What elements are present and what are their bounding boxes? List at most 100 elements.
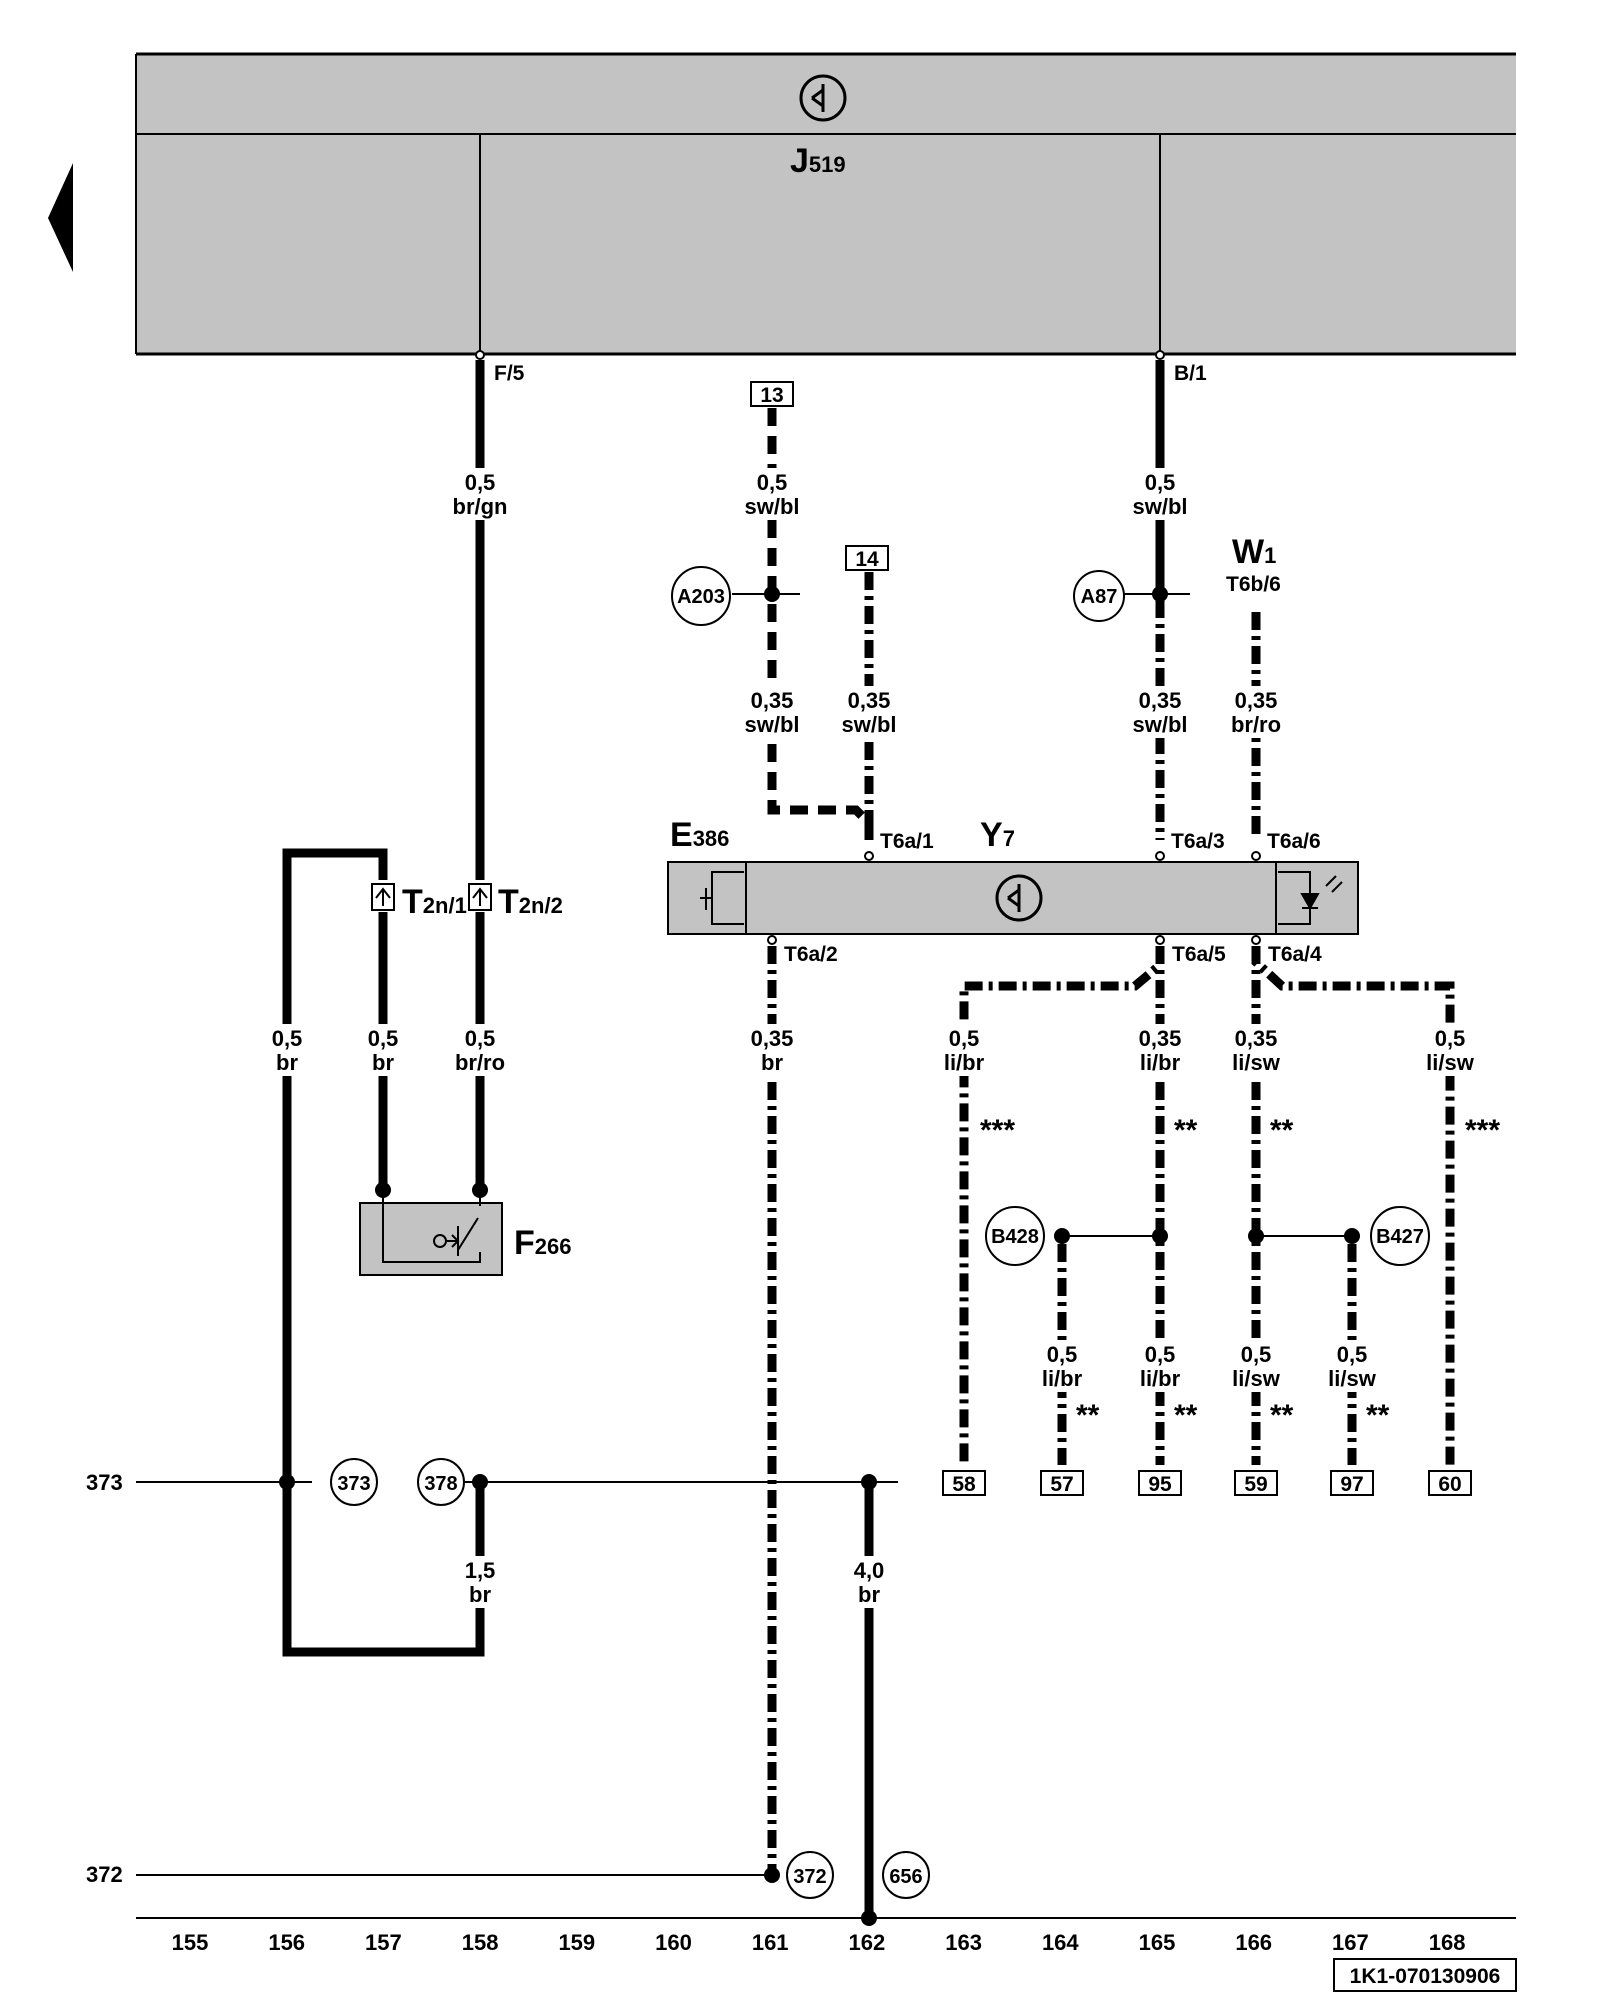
wire-label: 4,0 br <box>833 1556 905 1608</box>
wire-label: 0,5 br/gn <box>440 468 520 520</box>
pin-dot <box>1155 935 1165 945</box>
pin-t6a1-label: T6a/1 <box>880 830 934 853</box>
ground-372-label: 372 <box>86 1862 123 1887</box>
svg-text:li/sw: li/sw <box>1232 1366 1281 1391</box>
wire-label: 0,5 li/br <box>928 1024 1000 1076</box>
w1-label: W1 <box>1232 533 1276 571</box>
track-number: 168 <box>1429 1930 1466 1955</box>
variant-marker: ** <box>1270 1114 1294 1147</box>
svg-text:0,5: 0,5 <box>757 470 788 495</box>
electronic-symbol-icon <box>799 74 847 122</box>
svg-text:0,5: 0,5 <box>368 1026 399 1051</box>
variant-marker: ** <box>1270 1399 1294 1432</box>
svg-text:4,0: 4,0 <box>854 1558 885 1583</box>
svg-text:373: 373 <box>337 1473 370 1495</box>
svg-text:0,5: 0,5 <box>1145 1342 1176 1367</box>
pin-t6a6-label: T6a/6 <box>1267 830 1321 853</box>
switch-e386-icon <box>700 871 744 925</box>
track-number: 157 <box>365 1930 402 1955</box>
svg-text:59: 59 <box>1244 1473 1267 1496</box>
wire-label: 0,5 sw/bl <box>1124 468 1196 520</box>
pin-dot <box>767 935 777 945</box>
ref-95: 95 <box>1138 1470 1182 1496</box>
svg-text:0,5: 0,5 <box>1047 1342 1078 1367</box>
svg-text:1,5: 1,5 <box>465 1558 496 1583</box>
splice-dot <box>1152 1228 1168 1244</box>
svg-text:0,35: 0,35 <box>848 688 891 713</box>
svg-text:0,35: 0,35 <box>1139 1026 1182 1051</box>
wire-label: 0,5 br/ro <box>444 1024 516 1076</box>
y7-label: Y7 <box>980 816 1015 854</box>
pin-b1-dot <box>1155 350 1165 360</box>
svg-text:0,5: 0,5 <box>1435 1026 1466 1051</box>
svg-text:li/br: li/br <box>1140 1050 1181 1075</box>
pin-t6a3-label: T6a/3 <box>1171 830 1225 853</box>
svg-text:br/gn: br/gn <box>453 494 508 519</box>
electronic-symbol-icon <box>995 874 1043 922</box>
wire-label: 0,5 li/sw <box>1316 1340 1388 1392</box>
track-number: 162 <box>849 1930 886 1955</box>
splice-dot <box>279 1474 295 1490</box>
track-number: 158 <box>462 1930 499 1955</box>
wire-label: 0,5 br <box>257 1024 317 1076</box>
back-arrow-icon[interactable] <box>48 163 73 272</box>
wire-161-top <box>767 408 874 840</box>
t2n2-label: T2n/2 <box>498 883 563 921</box>
svg-text:li/br: li/br <box>1042 1366 1083 1391</box>
document-code-box: 1K1-070130906 <box>1333 1958 1517 1992</box>
svg-text:sw/bl: sw/bl <box>1132 494 1187 519</box>
svg-text:0,35: 0,35 <box>1235 1026 1278 1051</box>
svg-text:0,35: 0,35 <box>1235 688 1278 713</box>
svg-text:60: 60 <box>1438 1473 1461 1496</box>
svg-text:br: br <box>761 1050 783 1075</box>
track-number: 159 <box>558 1930 595 1955</box>
pin-t6a4-label: T6a/4 <box>1268 943 1322 966</box>
svg-text:br: br <box>372 1050 394 1075</box>
f266-label: F266 <box>514 1224 572 1262</box>
svg-text:95: 95 <box>1148 1473 1172 1496</box>
wire-label: 0,5 li/br <box>1026 1340 1098 1392</box>
wire-label: 0,5 sw/bl <box>736 468 808 520</box>
pin-t6a2-label: T6a/2 <box>784 943 838 966</box>
svg-text:li/sw: li/sw <box>1232 1050 1281 1075</box>
wire-label: 0,35 li/br <box>1124 1024 1196 1076</box>
switch-f266 <box>359 1190 503 1276</box>
control-unit-j519: J519 <box>135 52 1516 356</box>
svg-text:li/br: li/br <box>944 1050 985 1075</box>
track-number: 163 <box>945 1930 982 1955</box>
svg-text:sw/bl: sw/bl <box>841 712 896 737</box>
node-b427: B427 <box>1370 1206 1430 1266</box>
w1-pin-label: T6b/6 <box>1226 573 1281 596</box>
svg-text:sw/bl: sw/bl <box>744 712 799 737</box>
wire-label: 0,5 li/sw <box>1414 1024 1486 1076</box>
track-number: 167 <box>1332 1930 1369 1955</box>
svg-text:13: 13 <box>760 384 783 407</box>
wire-label: 0,35 br <box>736 1024 808 1076</box>
pin-f5-dot <box>475 350 485 360</box>
svg-text:57: 57 <box>1050 1473 1073 1496</box>
svg-text:li/sw: li/sw <box>1426 1050 1475 1075</box>
e386-label: E386 <box>670 816 729 854</box>
node-372: 372 <box>786 1851 834 1899</box>
svg-text:0,35: 0,35 <box>751 1026 794 1051</box>
variant-marker: *** <box>980 1114 1015 1147</box>
j519-label: J519 <box>790 142 846 180</box>
track-number: 161 <box>752 1930 789 1955</box>
svg-text:0,35: 0,35 <box>1139 688 1182 713</box>
variant-marker: *** <box>1465 1114 1500 1147</box>
svg-text:B427: B427 <box>1376 1226 1424 1248</box>
splice-dot <box>1248 1228 1264 1244</box>
pin-dot <box>1251 935 1261 945</box>
svg-text:0,5: 0,5 <box>1145 470 1176 495</box>
wire-label: 0,35 li/sw <box>1220 1024 1292 1076</box>
ground-373-label: 373 <box>86 1470 123 1495</box>
connector-t2n2 <box>468 883 492 911</box>
wire-label: 0,35 sw/bl <box>833 686 905 738</box>
node-a203: A203 <box>671 566 731 626</box>
track-number: 165 <box>1139 1930 1176 1955</box>
ref-13: 13 <box>750 381 794 407</box>
track-number: 164 <box>1042 1930 1079 1955</box>
splice-dot <box>764 1867 780 1883</box>
